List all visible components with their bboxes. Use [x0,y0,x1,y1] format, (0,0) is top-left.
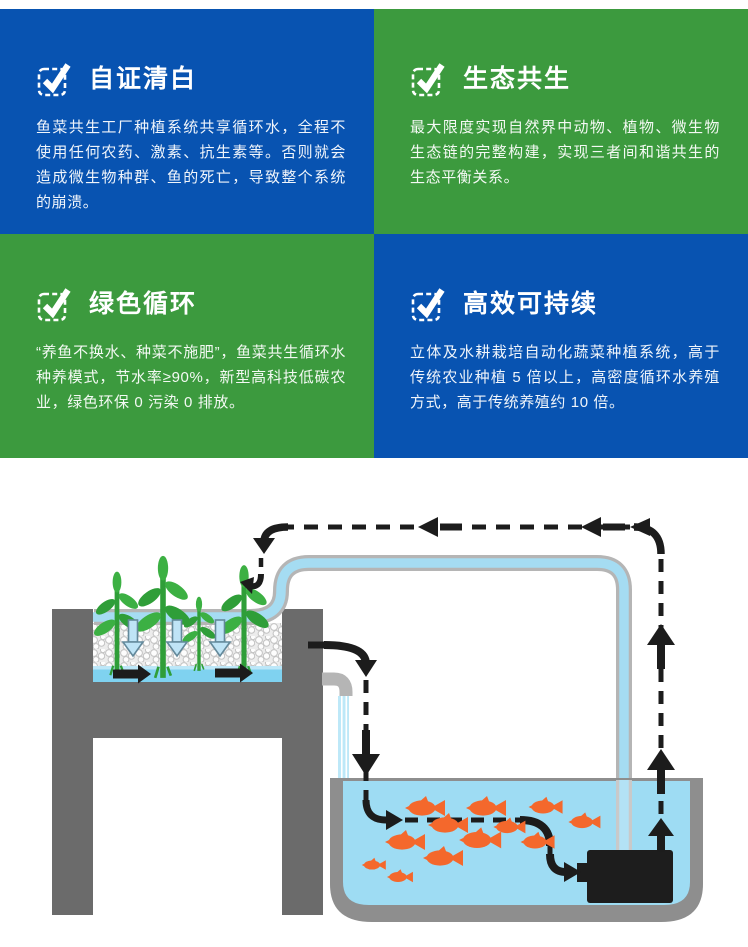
checkbox-check-icon [410,285,448,323]
card-body-text: “养鱼不换水、种菜不施肥”，鱼菜共生循环水种养模式，节水率≥90%，新型高科技低… [36,344,346,411]
water-pump [577,850,673,903]
grow-bed-stand [52,609,323,915]
checkbox-check-icon [410,60,448,98]
card-body-text: 立体及水耕栽培自动化蔬菜种植系统，高于传统农业种植 5 倍以上，高密度循环水养殖… [410,344,720,411]
card-header: 生态共生 [410,59,718,99]
checkbox-check-icon [36,60,74,98]
water-pipe [93,555,632,854]
card-title: 自证清白 [89,64,198,93]
checkbox-check-icon [36,285,74,323]
feature-cards: 自证清白 鱼菜共生工厂种植系统共享循环水，全程不使用任何农药、激素、抗生素等。否… [0,9,748,458]
card-header: 绿色循环 [36,284,344,324]
aquaponics-diagram-svg [52,517,703,922]
card-efficient-sustainable: 高效可持续 立体及水耕栽培自动化蔬菜种植系统，高于传统农业种植 5 倍以上，高密… [374,234,748,458]
card-title: 生态共生 [463,64,572,93]
card-title: 绿色循环 [89,289,198,318]
card-title: 高效可持续 [463,289,599,318]
card-header: 自证清白 [36,59,344,99]
card-eco-symbiosis: 生态共生 最大限度实现自然界中动物、植物、微生物生态链的完整构建，实现三者间和谐… [374,9,748,234]
card-body-text: 鱼菜共生工厂种植系统共享循环水，全程不使用任何农药、激素、抗生素等。否则就会造成… [36,119,346,211]
card-green-cycle: 绿色循环 “养鱼不换水、种菜不施肥”，鱼菜共生循环水种养模式，节水率≥90%，新… [0,234,374,458]
card-header: 高效可持续 [410,284,718,324]
card-body-text: 最大限度实现自然界中动物、植物、微生物生态链的完整构建，实现三者间和谐共生的生态… [410,119,720,186]
bed-drain-pipe [322,672,353,784]
flow-dashed-arrows [240,517,675,882]
aquaponics-system-diagram [0,480,748,942]
gravel-media [93,623,282,668]
card-self-proof: 自证清白 鱼菜共生工厂种植系统共享循环水，全程不使用任何农药、激素、抗生素等。否… [0,9,374,234]
